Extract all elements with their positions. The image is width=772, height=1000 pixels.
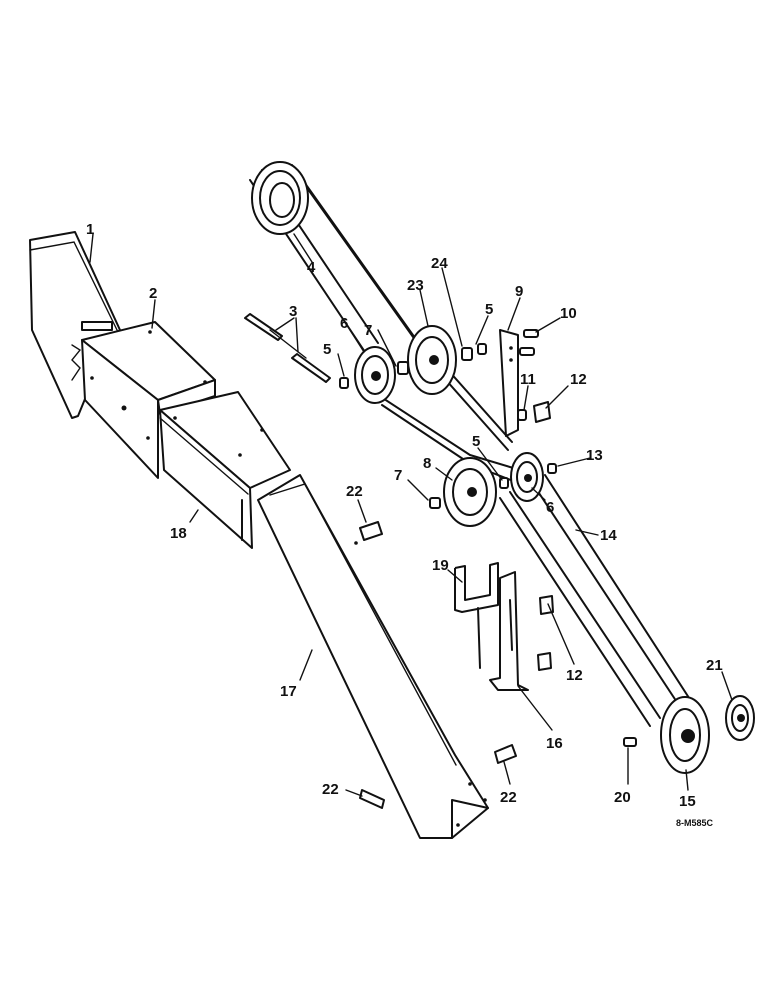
part-2-shield-section bbox=[81, 321, 216, 479]
callout-19: 19 bbox=[432, 557, 449, 574]
callout-9: 9 bbox=[515, 283, 523, 300]
callout-23: 23 bbox=[407, 277, 424, 294]
callout-labels: 1 2 3 4 5 5 5 6 6 7 7 8 9 10 11 12 12 13… bbox=[86, 221, 723, 828]
pulley-8 bbox=[443, 457, 497, 527]
callout-8: 8 bbox=[423, 455, 431, 472]
callout-10: 10 bbox=[560, 305, 577, 322]
part-16-bracket bbox=[489, 571, 554, 691]
callout-17: 17 bbox=[280, 683, 297, 700]
callout-6a: 6 bbox=[340, 315, 348, 332]
callout-11: 11 bbox=[520, 371, 536, 388]
callout-7a: 7 bbox=[364, 322, 372, 339]
drawing-reference: 8-M585C bbox=[676, 818, 714, 828]
callout-22b: 22 bbox=[500, 789, 517, 806]
callout-1: 1 bbox=[86, 221, 94, 238]
upper-pulley bbox=[251, 161, 309, 235]
leader-lines bbox=[89, 233, 733, 797]
callout-4: 4 bbox=[307, 259, 316, 276]
part-18-shield-section bbox=[159, 391, 291, 549]
pulley-15 bbox=[660, 696, 710, 774]
part-20-pin bbox=[623, 737, 637, 747]
callout-16: 16 bbox=[546, 735, 563, 752]
part-9-bracket bbox=[499, 329, 519, 437]
callout-6b: 6 bbox=[546, 499, 554, 516]
callout-5a: 5 bbox=[323, 341, 331, 358]
part-19-bracket bbox=[454, 562, 499, 669]
callout-22a: 22 bbox=[346, 483, 363, 500]
spacers-and-bolts bbox=[339, 329, 557, 509]
callout-12b: 12 bbox=[566, 667, 583, 684]
clips-22 bbox=[359, 521, 517, 809]
callout-15: 15 bbox=[679, 793, 696, 810]
callout-18: 18 bbox=[170, 525, 187, 542]
part-1-front-shield bbox=[29, 231, 121, 419]
pulley-23 bbox=[407, 325, 457, 395]
callout-5c: 5 bbox=[472, 433, 480, 450]
pulley-6-lower bbox=[510, 452, 544, 502]
callout-7b: 7 bbox=[394, 467, 402, 484]
callout-3: 3 bbox=[289, 303, 297, 320]
callout-20: 20 bbox=[614, 789, 631, 806]
callout-12a: 12 bbox=[570, 371, 587, 388]
callout-22c: 22 bbox=[322, 781, 339, 798]
callout-2: 2 bbox=[149, 285, 157, 302]
callout-21: 21 bbox=[706, 657, 723, 674]
callout-5b: 5 bbox=[485, 301, 493, 318]
belt-14 bbox=[377, 351, 703, 727]
part-3-links bbox=[244, 313, 331, 383]
callout-13: 13 bbox=[586, 447, 603, 464]
part-17-long-shield bbox=[257, 474, 489, 839]
callout-24: 24 bbox=[431, 255, 448, 272]
part-21-hub bbox=[725, 695, 755, 741]
pulley-6-upper bbox=[354, 346, 396, 404]
callout-14: 14 bbox=[600, 527, 617, 544]
